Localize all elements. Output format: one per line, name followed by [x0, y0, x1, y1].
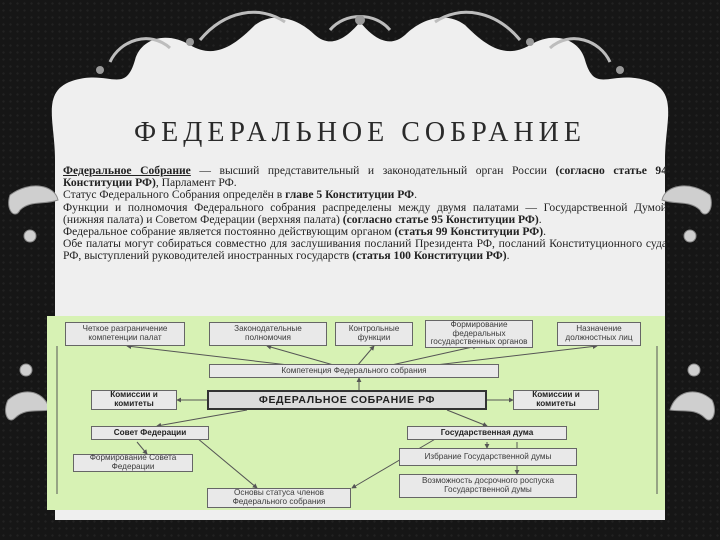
paragraph-1: Федеральное Собрание — высший представит… [63, 164, 667, 190]
left-ornament [5, 185, 59, 421]
paragraph-3: Функции и полномочия Федерального собран… [63, 200, 667, 226]
box-legislative-powers: Законодательные полномочия [209, 322, 327, 346]
box-state-duma: Государственная дума [407, 426, 567, 440]
box-competence-division: Четкое разграничение компетенции палат [65, 322, 185, 346]
box-duma-dissolution: Возможность досрочного роспуска Государс… [399, 474, 577, 498]
slide-title: ФЕДЕРАЛЬНОЕ СОБРАНИЕ [134, 117, 586, 148]
paragraph-2: Статус Федерального Собрания определён в… [63, 188, 417, 202]
paragraph-4: Федеральное собрание является постоянно … [63, 225, 547, 239]
box-federation-council: Совет Федерации [91, 426, 209, 440]
box-control-functions: Контрольные функции [335, 322, 413, 346]
right-ornament [661, 185, 715, 421]
box-council-formation: Формирование Совета Федерации [73, 454, 193, 472]
box-federal-assembly: ФЕДЕРАЛЬНОЕ СОБРАНИЕ РФ [207, 390, 487, 410]
box-status-basics: Основы статуса членов Федерального собра… [207, 488, 351, 508]
diagram-connectors [56, 344, 658, 494]
box-commissions-right: Комиссии и комитеты [513, 390, 599, 410]
structure-diagram: Четкое разграничение компетенции палат З… [47, 316, 665, 510]
box-federal-bodies-formation: Формирование федеральных государственных… [425, 320, 533, 348]
box-commissions-left: Комиссии и комитеты [91, 390, 177, 410]
term-federal-assembly: Федеральное Собрание [63, 164, 191, 177]
slide-body-text: Федеральное Собрание — высший представит… [63, 164, 667, 263]
paragraph-5: Обе палаты могут собираться совместно дл… [63, 237, 667, 263]
box-officials-appointment: Назначение должностных лиц [557, 322, 641, 346]
box-competence: Компетенция Федерального собрания [209, 364, 499, 378]
box-duma-election: Избрание Государственной думы [399, 448, 577, 466]
